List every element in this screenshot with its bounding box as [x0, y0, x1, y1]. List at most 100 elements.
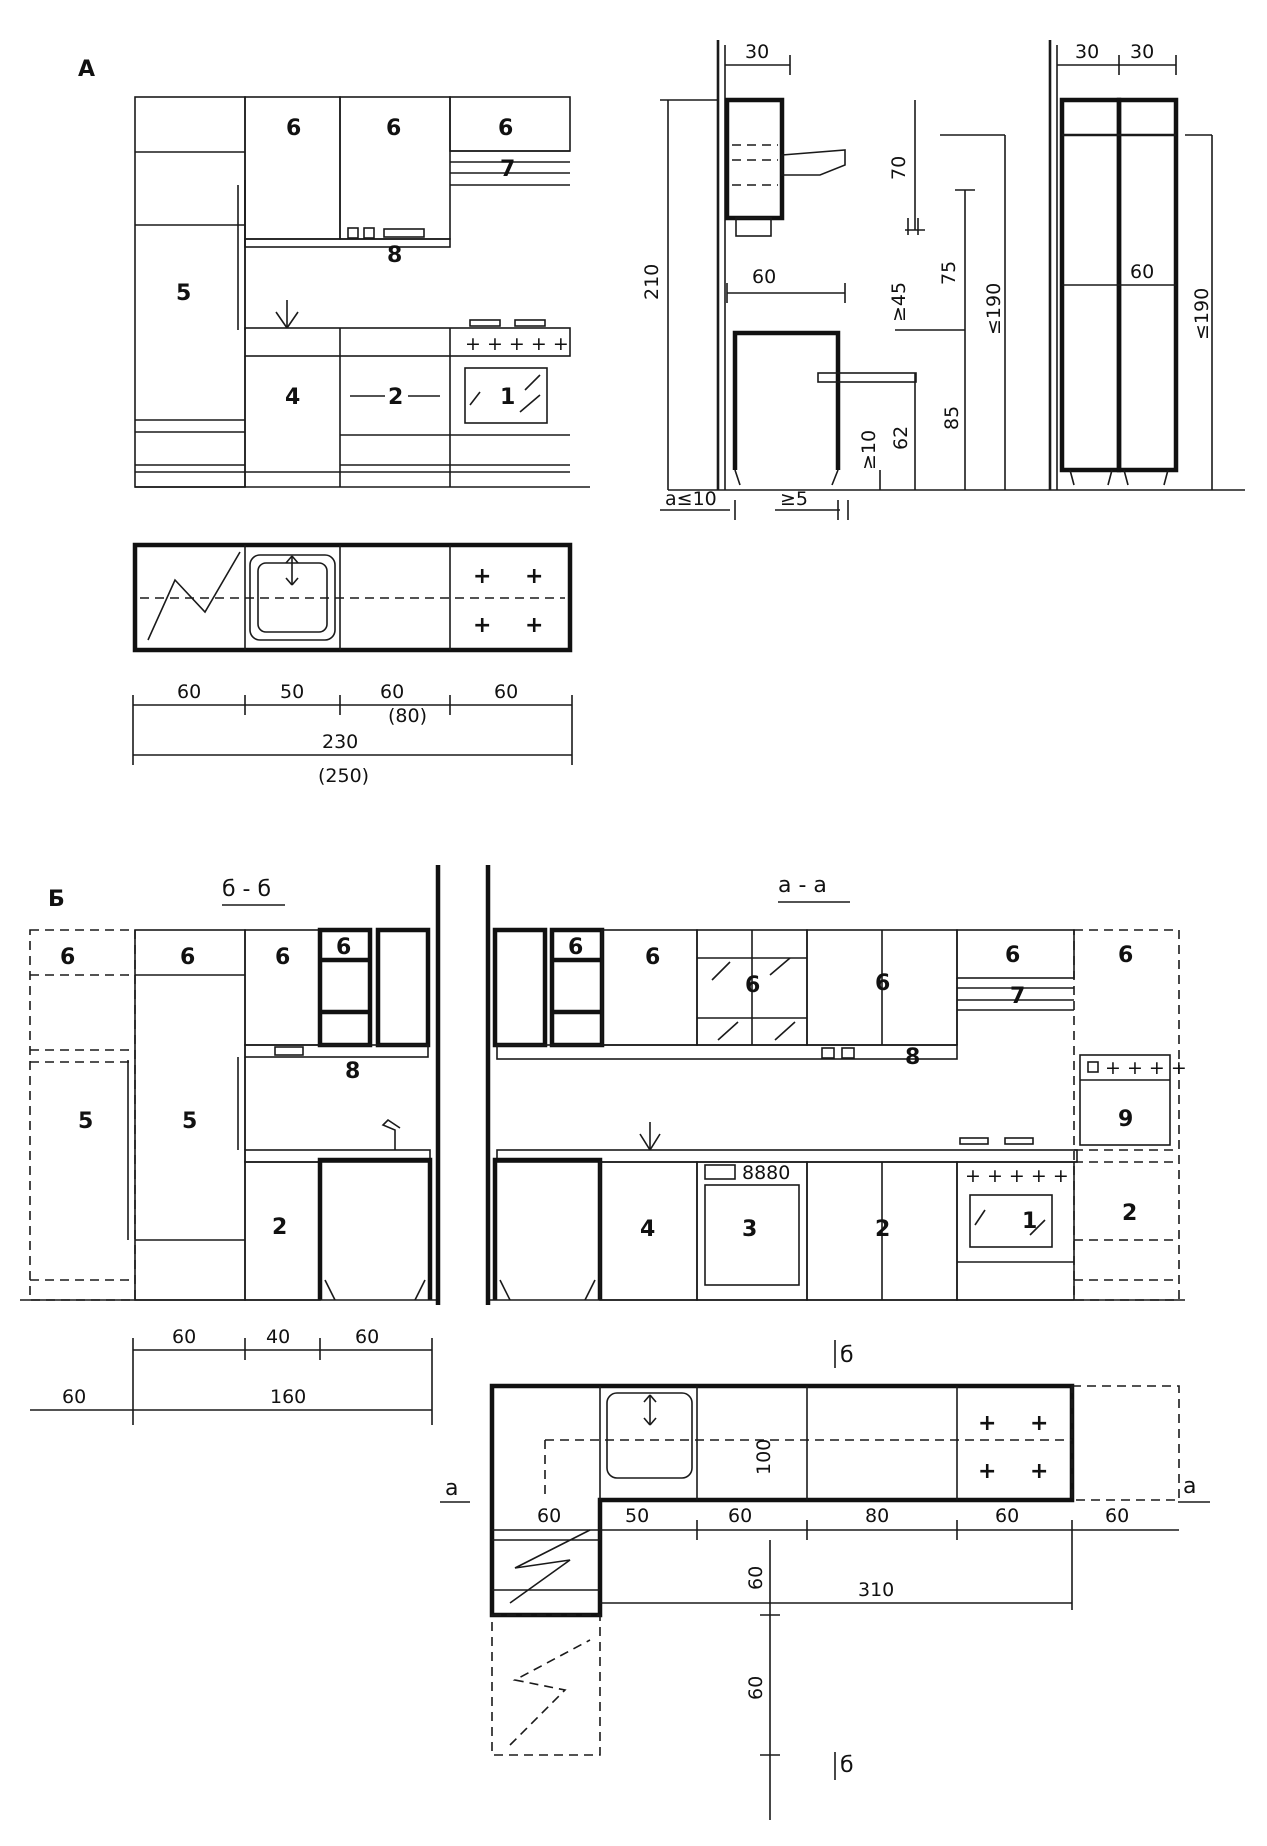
label-6: 6 — [60, 945, 75, 970]
label-6: 6 — [180, 945, 195, 970]
cut-mark-a-right: а — [1183, 1474, 1196, 1499]
dim-250: (250) — [318, 765, 369, 787]
dim-85: 85 — [941, 406, 963, 430]
label-6: 6 — [498, 116, 513, 141]
dim-min-5: ≥5 — [780, 488, 808, 510]
label-5: 5 — [78, 1109, 93, 1134]
label-9: 9 — [1118, 1107, 1133, 1132]
label-3: 3 — [742, 1217, 757, 1242]
hob-knobs: + + + + + — [465, 333, 569, 355]
section-title-aa: а - а — [778, 873, 827, 898]
label-6: 6 — [1005, 943, 1020, 968]
label-6: 6 — [745, 973, 760, 998]
oven-1 — [969, 1194, 1053, 1248]
dim-70: 70 — [888, 156, 910, 180]
dim-60: 60 — [1105, 1505, 1129, 1527]
label-2: 2 — [1122, 1201, 1137, 1226]
panel-a-elevation: A + + + + + — [78, 57, 590, 488]
light-strip-8 — [496, 1044, 958, 1060]
label-6: 6 — [275, 945, 290, 970]
label-6: 6 — [286, 116, 301, 141]
svg-text:+: + — [978, 1459, 996, 1484]
label-4: 4 — [285, 385, 300, 410]
cut-mark-a-left: а — [445, 1476, 458, 1501]
svg-text:+: + — [525, 613, 543, 638]
label-8: 8 — [345, 1059, 360, 1084]
plan-dashed-bottom — [491, 1614, 601, 1756]
oven-1 — [464, 367, 548, 424]
label-6: 6 — [645, 945, 660, 970]
dim-230: 230 — [322, 731, 358, 753]
dim-100: 100 — [753, 1439, 775, 1475]
dim-30: 30 — [1075, 41, 1099, 63]
dim-a-max-10: a≤10 — [665, 488, 717, 510]
plan-dashed-unit — [1071, 1385, 1180, 1501]
cut-mark-b-top: б — [840, 1343, 854, 1368]
dim-50: 50 — [625, 1505, 649, 1527]
label-2: 2 — [875, 1217, 890, 1242]
label-8: 8 — [387, 243, 402, 268]
dim-75: 75 — [938, 261, 960, 285]
dim-60: 60 — [380, 681, 404, 703]
svg-text:+ + + + +: + + + + + — [965, 1165, 1069, 1187]
label-7: 7 — [1010, 984, 1025, 1009]
label-7: 7 — [500, 157, 515, 182]
dim-60: 60 — [537, 1505, 561, 1527]
label-4: 4 — [640, 1217, 655, 1242]
svg-text:+ + + +: + + + + — [1105, 1057, 1187, 1079]
worktop — [244, 327, 571, 357]
corner-wall-cabinet-2 — [375, 927, 431, 1048]
light-strip-8 — [244, 1044, 429, 1058]
dim-60: 60 — [728, 1505, 752, 1527]
dim-60: 60 — [1130, 261, 1154, 283]
dim-210: 210 — [641, 264, 663, 300]
dim-50: 50 — [280, 681, 304, 703]
corner-wall-cabinet — [492, 927, 548, 1048]
label-1: 1 — [1022, 1209, 1037, 1234]
panel-b-label: Б — [48, 887, 65, 912]
dim-min-10: ≥10 — [858, 430, 880, 470]
dim-30: 30 — [1130, 41, 1154, 63]
label-6: 6 — [875, 971, 890, 996]
dim-max-190: ≤190 — [983, 283, 1005, 335]
dim-80: (80) — [388, 705, 427, 727]
sink — [249, 554, 336, 641]
dim-80: 80 — [865, 1505, 889, 1527]
dim-60: 60 — [62, 1386, 86, 1408]
panel-b-left-elevation: Б б - б 6 6 6 6 8 5 — [20, 865, 491, 1425]
svg-text:+: + — [473, 613, 491, 638]
svg-text:+: + — [1030, 1459, 1048, 1484]
dim-60: 60 — [355, 1326, 379, 1348]
label-8: 8 — [905, 1045, 920, 1070]
panel-a-label: A — [78, 57, 95, 82]
label-5: 5 — [176, 281, 191, 306]
dim-60: 60 — [172, 1326, 196, 1348]
svg-text:+: + — [978, 1411, 996, 1436]
sections: 30 60 210 70 75 ≥45 85 62 ≥10 ≤190 a≤10 — [641, 40, 1245, 520]
label-6: 6 — [1118, 943, 1133, 968]
dim-160: 160 — [270, 1386, 306, 1408]
cut-mark-b-bottom: б — [840, 1753, 854, 1778]
label-5: 5 — [182, 1109, 197, 1134]
dim-60: 60 — [995, 1505, 1019, 1527]
label-6: 6 — [336, 935, 351, 960]
dim-max-190: ≤190 — [1191, 288, 1213, 340]
svg-text:+: + — [525, 564, 543, 589]
dishwasher-display: 8880 — [742, 1162, 790, 1184]
label-2: 2 — [388, 385, 403, 410]
panel-b-right-elevation: а - а + + + + — [490, 873, 1187, 1301]
label-6: 6 — [568, 935, 583, 960]
dim-60: 60 — [752, 266, 776, 288]
svg-text:+: + — [1030, 1411, 1048, 1436]
dim-310: 310 — [858, 1579, 894, 1601]
dim-60-vertical: 60 — [745, 1676, 767, 1700]
dim-60: 60 — [177, 681, 201, 703]
dim-30: 30 — [745, 41, 769, 63]
label-2: 2 — [272, 1215, 287, 1240]
wall-oven-9 — [1079, 1054, 1171, 1146]
plan-outline — [132, 542, 573, 653]
dim-60: 60 — [494, 681, 518, 703]
dim-40: 40 — [266, 1326, 290, 1348]
